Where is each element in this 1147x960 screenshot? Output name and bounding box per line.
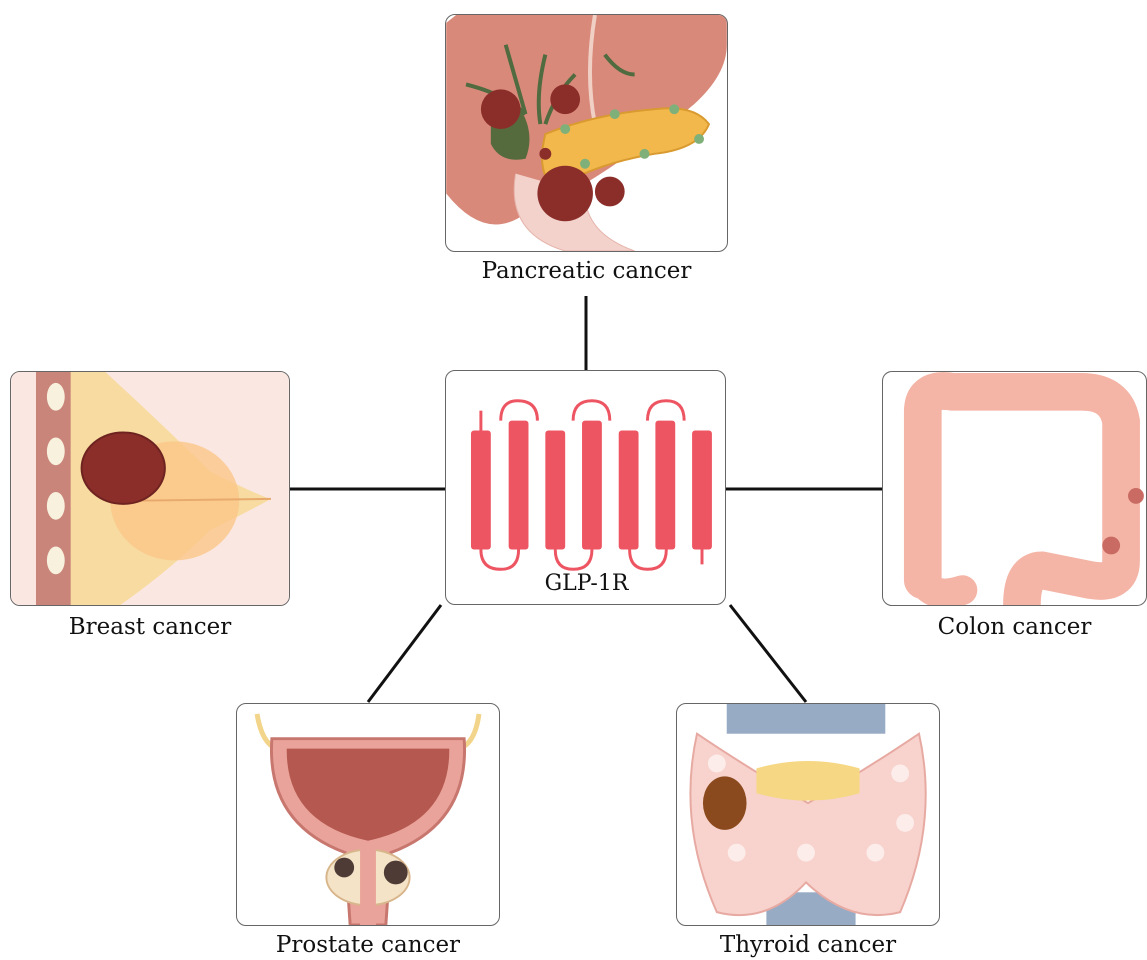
thyroid-panel xyxy=(676,703,940,926)
thyroid-illustration xyxy=(677,704,939,925)
breast-panel xyxy=(10,371,290,606)
glp1r-label: GLP-1R xyxy=(446,571,726,596)
breast-illustration xyxy=(11,372,289,605)
connector-prostate xyxy=(368,605,441,702)
prostate-panel xyxy=(236,703,500,926)
liver-pancreas-illustration xyxy=(446,15,727,251)
thyroid-cancer-label: Thyroid cancer xyxy=(676,932,940,958)
colon-panel xyxy=(882,371,1147,606)
pancreatic-cancer-label: Pancreatic cancer xyxy=(445,258,728,284)
colon-illustration xyxy=(883,372,1146,605)
prostate-illustration xyxy=(237,704,499,925)
colon-cancer-label: Colon cancer xyxy=(882,614,1147,640)
receptor-icon xyxy=(446,371,725,604)
connector-thyroid xyxy=(730,605,806,702)
breast-cancer-label: Breast cancer xyxy=(10,614,290,640)
prostate-cancer-label: Prostate cancer xyxy=(236,932,500,958)
pancreatic-panel xyxy=(445,14,728,252)
glp1r-panel: GLP-1R xyxy=(445,370,726,605)
